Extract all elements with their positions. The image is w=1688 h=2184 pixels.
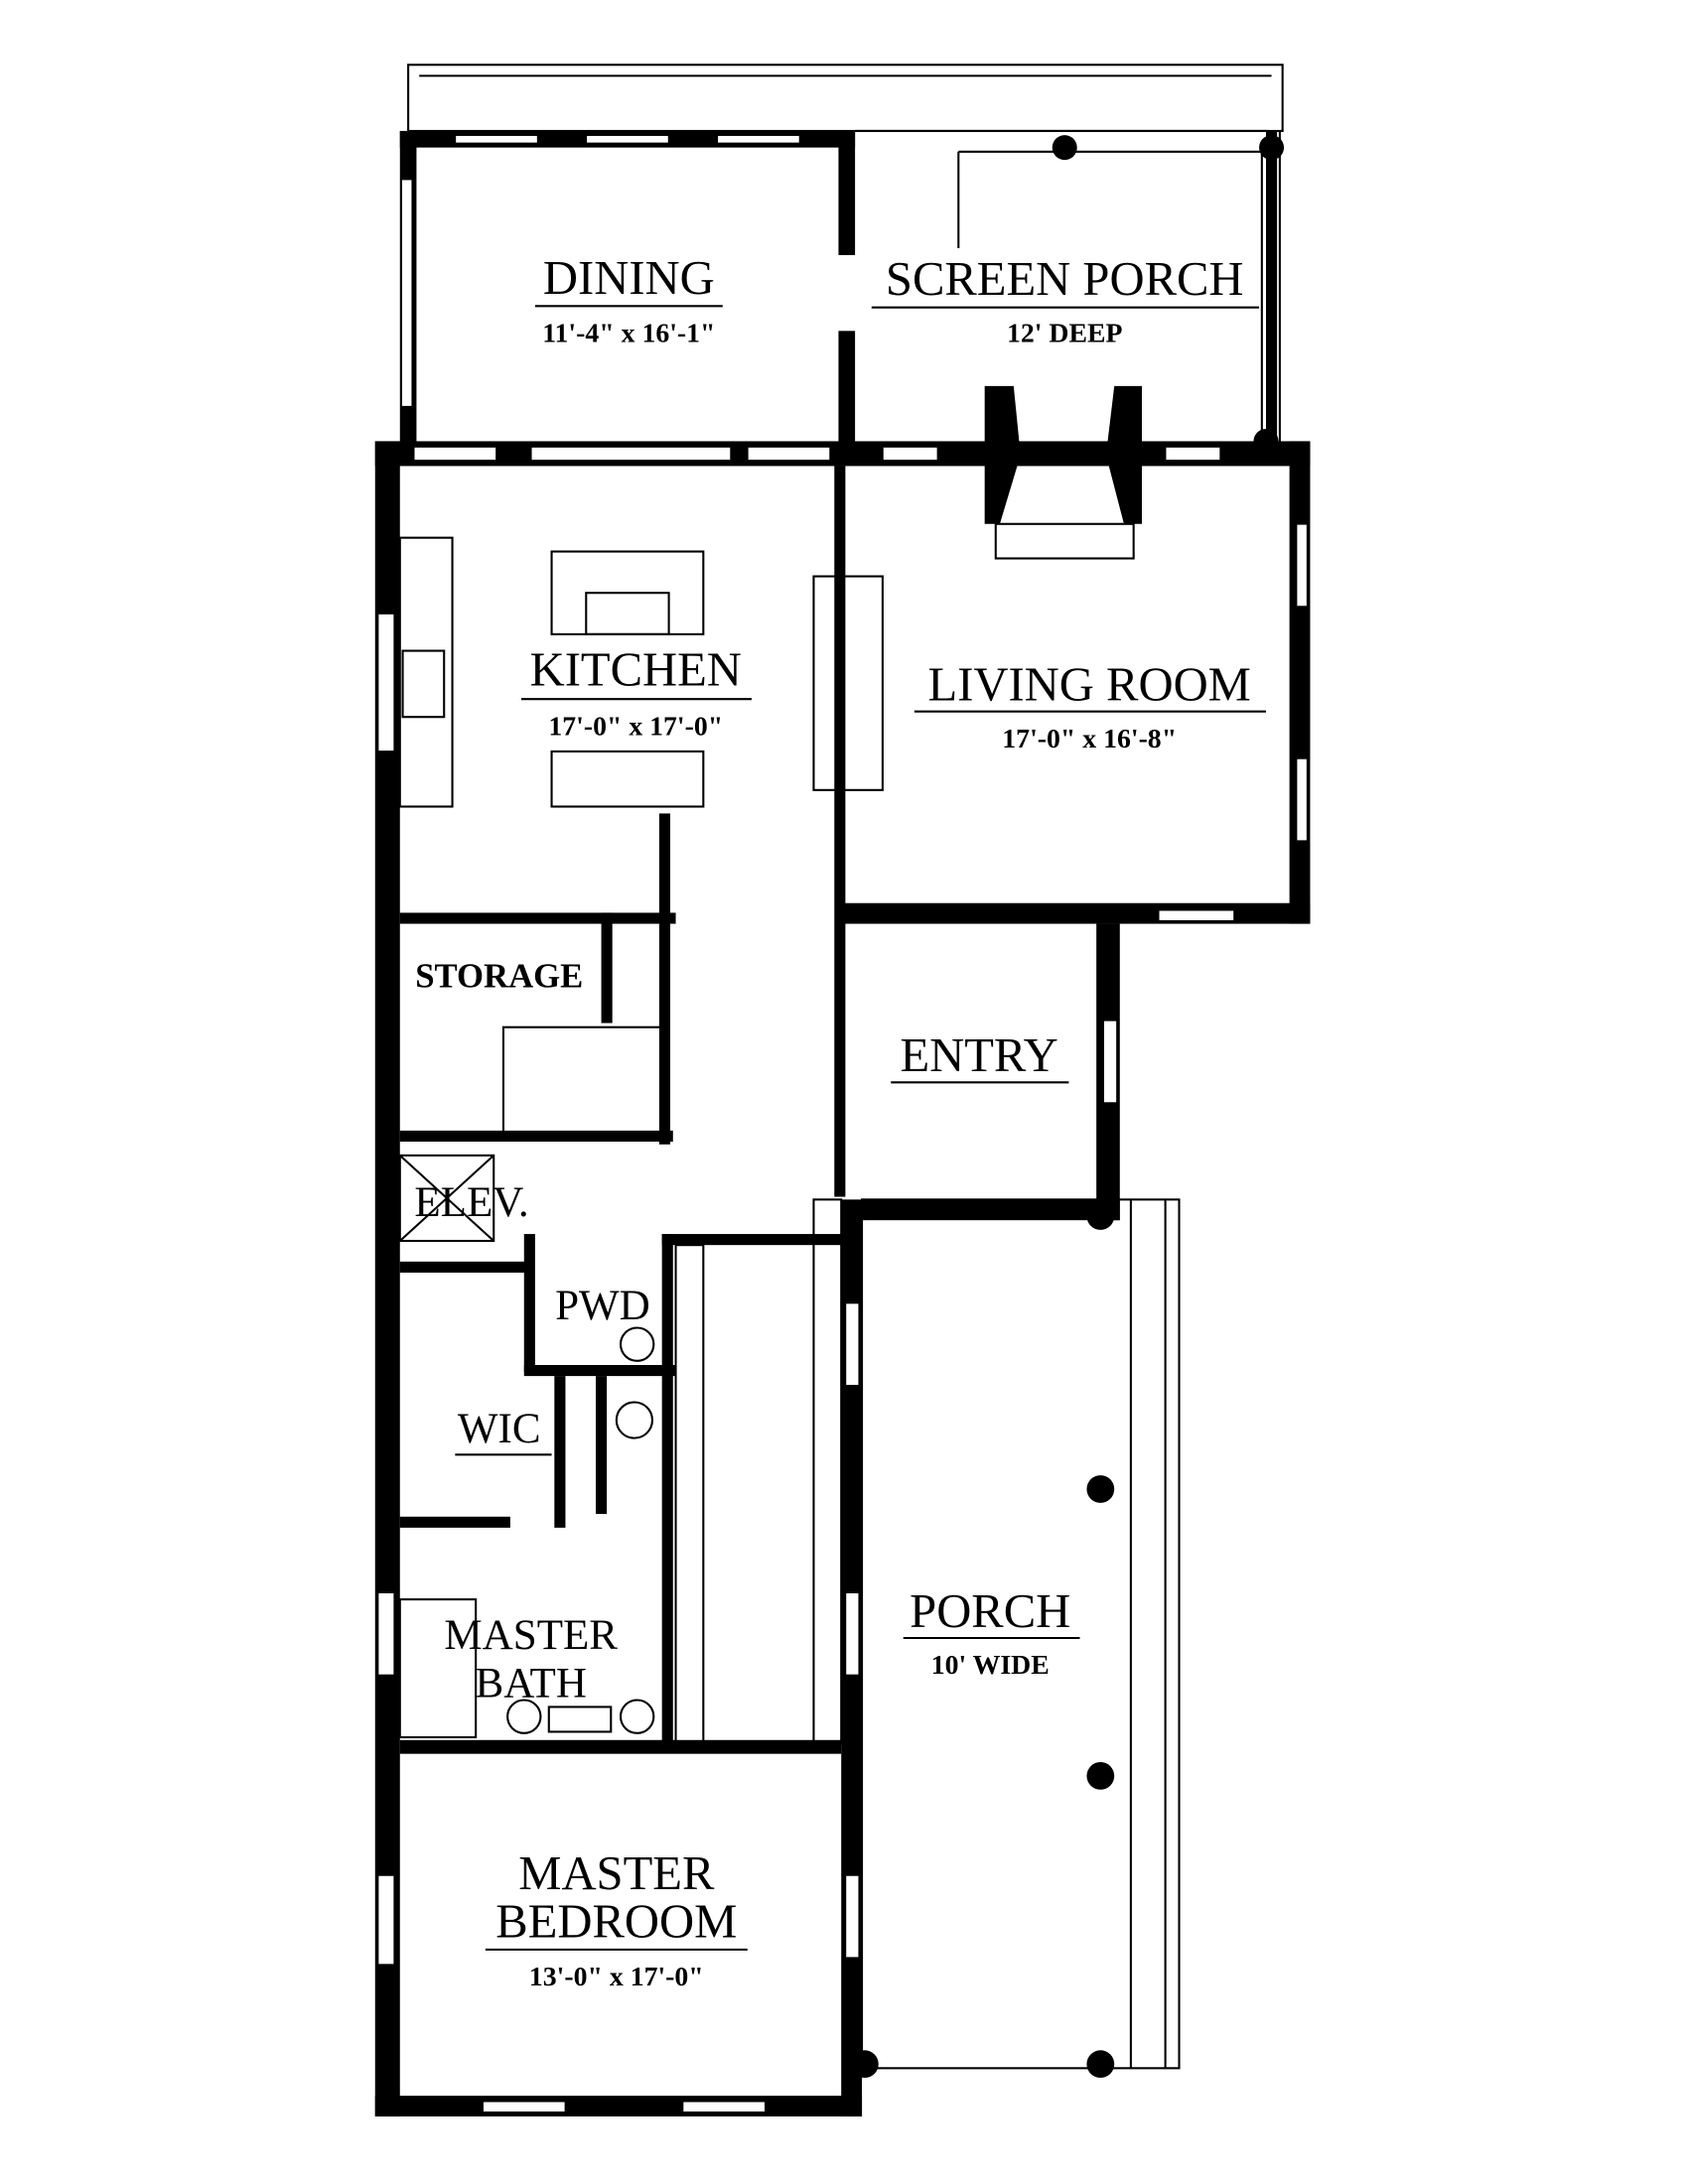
room-porch: PORCH 10' WIDE [903, 1584, 1080, 1681]
room-name-line2: BATH [476, 1661, 587, 1707]
room-name: PORCH [910, 1584, 1070, 1638]
windows [376, 134, 1309, 2114]
room-name: LIVING ROOM [928, 658, 1251, 712]
room-elevator: ELEV. [414, 1179, 528, 1226]
room-storage: STORAGE [415, 956, 583, 995]
room-name: ENTRY [900, 1028, 1057, 1082]
room-name: WIC [458, 1406, 541, 1452]
room-screen-porch: SCREEN PORCH 12' DEEP [871, 252, 1260, 348]
room-name: SCREEN PORCH [886, 252, 1244, 306]
room-name: DINING [543, 251, 715, 305]
room-size: 11'-4" x 16'-1" [542, 318, 715, 348]
room-powder: PWD [555, 1283, 650, 1329]
walls [374, 130, 1311, 2116]
room-size: 13'-0" x 17'-0" [529, 1962, 704, 1992]
room-name: STORAGE [415, 956, 583, 995]
room-entry: ENTRY [891, 1028, 1069, 1084]
room-name-line1: MASTER [444, 1612, 618, 1659]
fixtures [398, 536, 884, 1745]
room-name-line2: BEDROOM [495, 1894, 737, 1948]
room-size: 17'-0" x 17'-0" [548, 711, 723, 742]
room-name-line1: MASTER [518, 1846, 715, 1900]
room-master-bedroom: MASTER BEDROOM 13'-0" x 17'-0" [485, 1846, 748, 1992]
room-wic: WIC [455, 1406, 552, 1456]
porch-outline [850, 1198, 1181, 2079]
room-name: KITCHEN [530, 642, 742, 696]
room-name: PWD [555, 1283, 650, 1329]
room-kitchen: KITCHEN 17'-0" x 17'-0" [521, 642, 752, 742]
room-name: ELEV. [414, 1179, 528, 1226]
room-size: 12' DEEP [1007, 318, 1123, 348]
room-size: 10' WIDE [931, 1650, 1050, 1681]
room-living-room: LIVING ROOM 17'-0" x 16'-8" [914, 658, 1266, 754]
room-size: 17'-0" x 16'-8" [1002, 724, 1177, 754]
room-dining: DINING 11'-4" x 16'-1" [534, 251, 723, 348]
room-master-bath: MASTER BATH [444, 1612, 618, 1707]
